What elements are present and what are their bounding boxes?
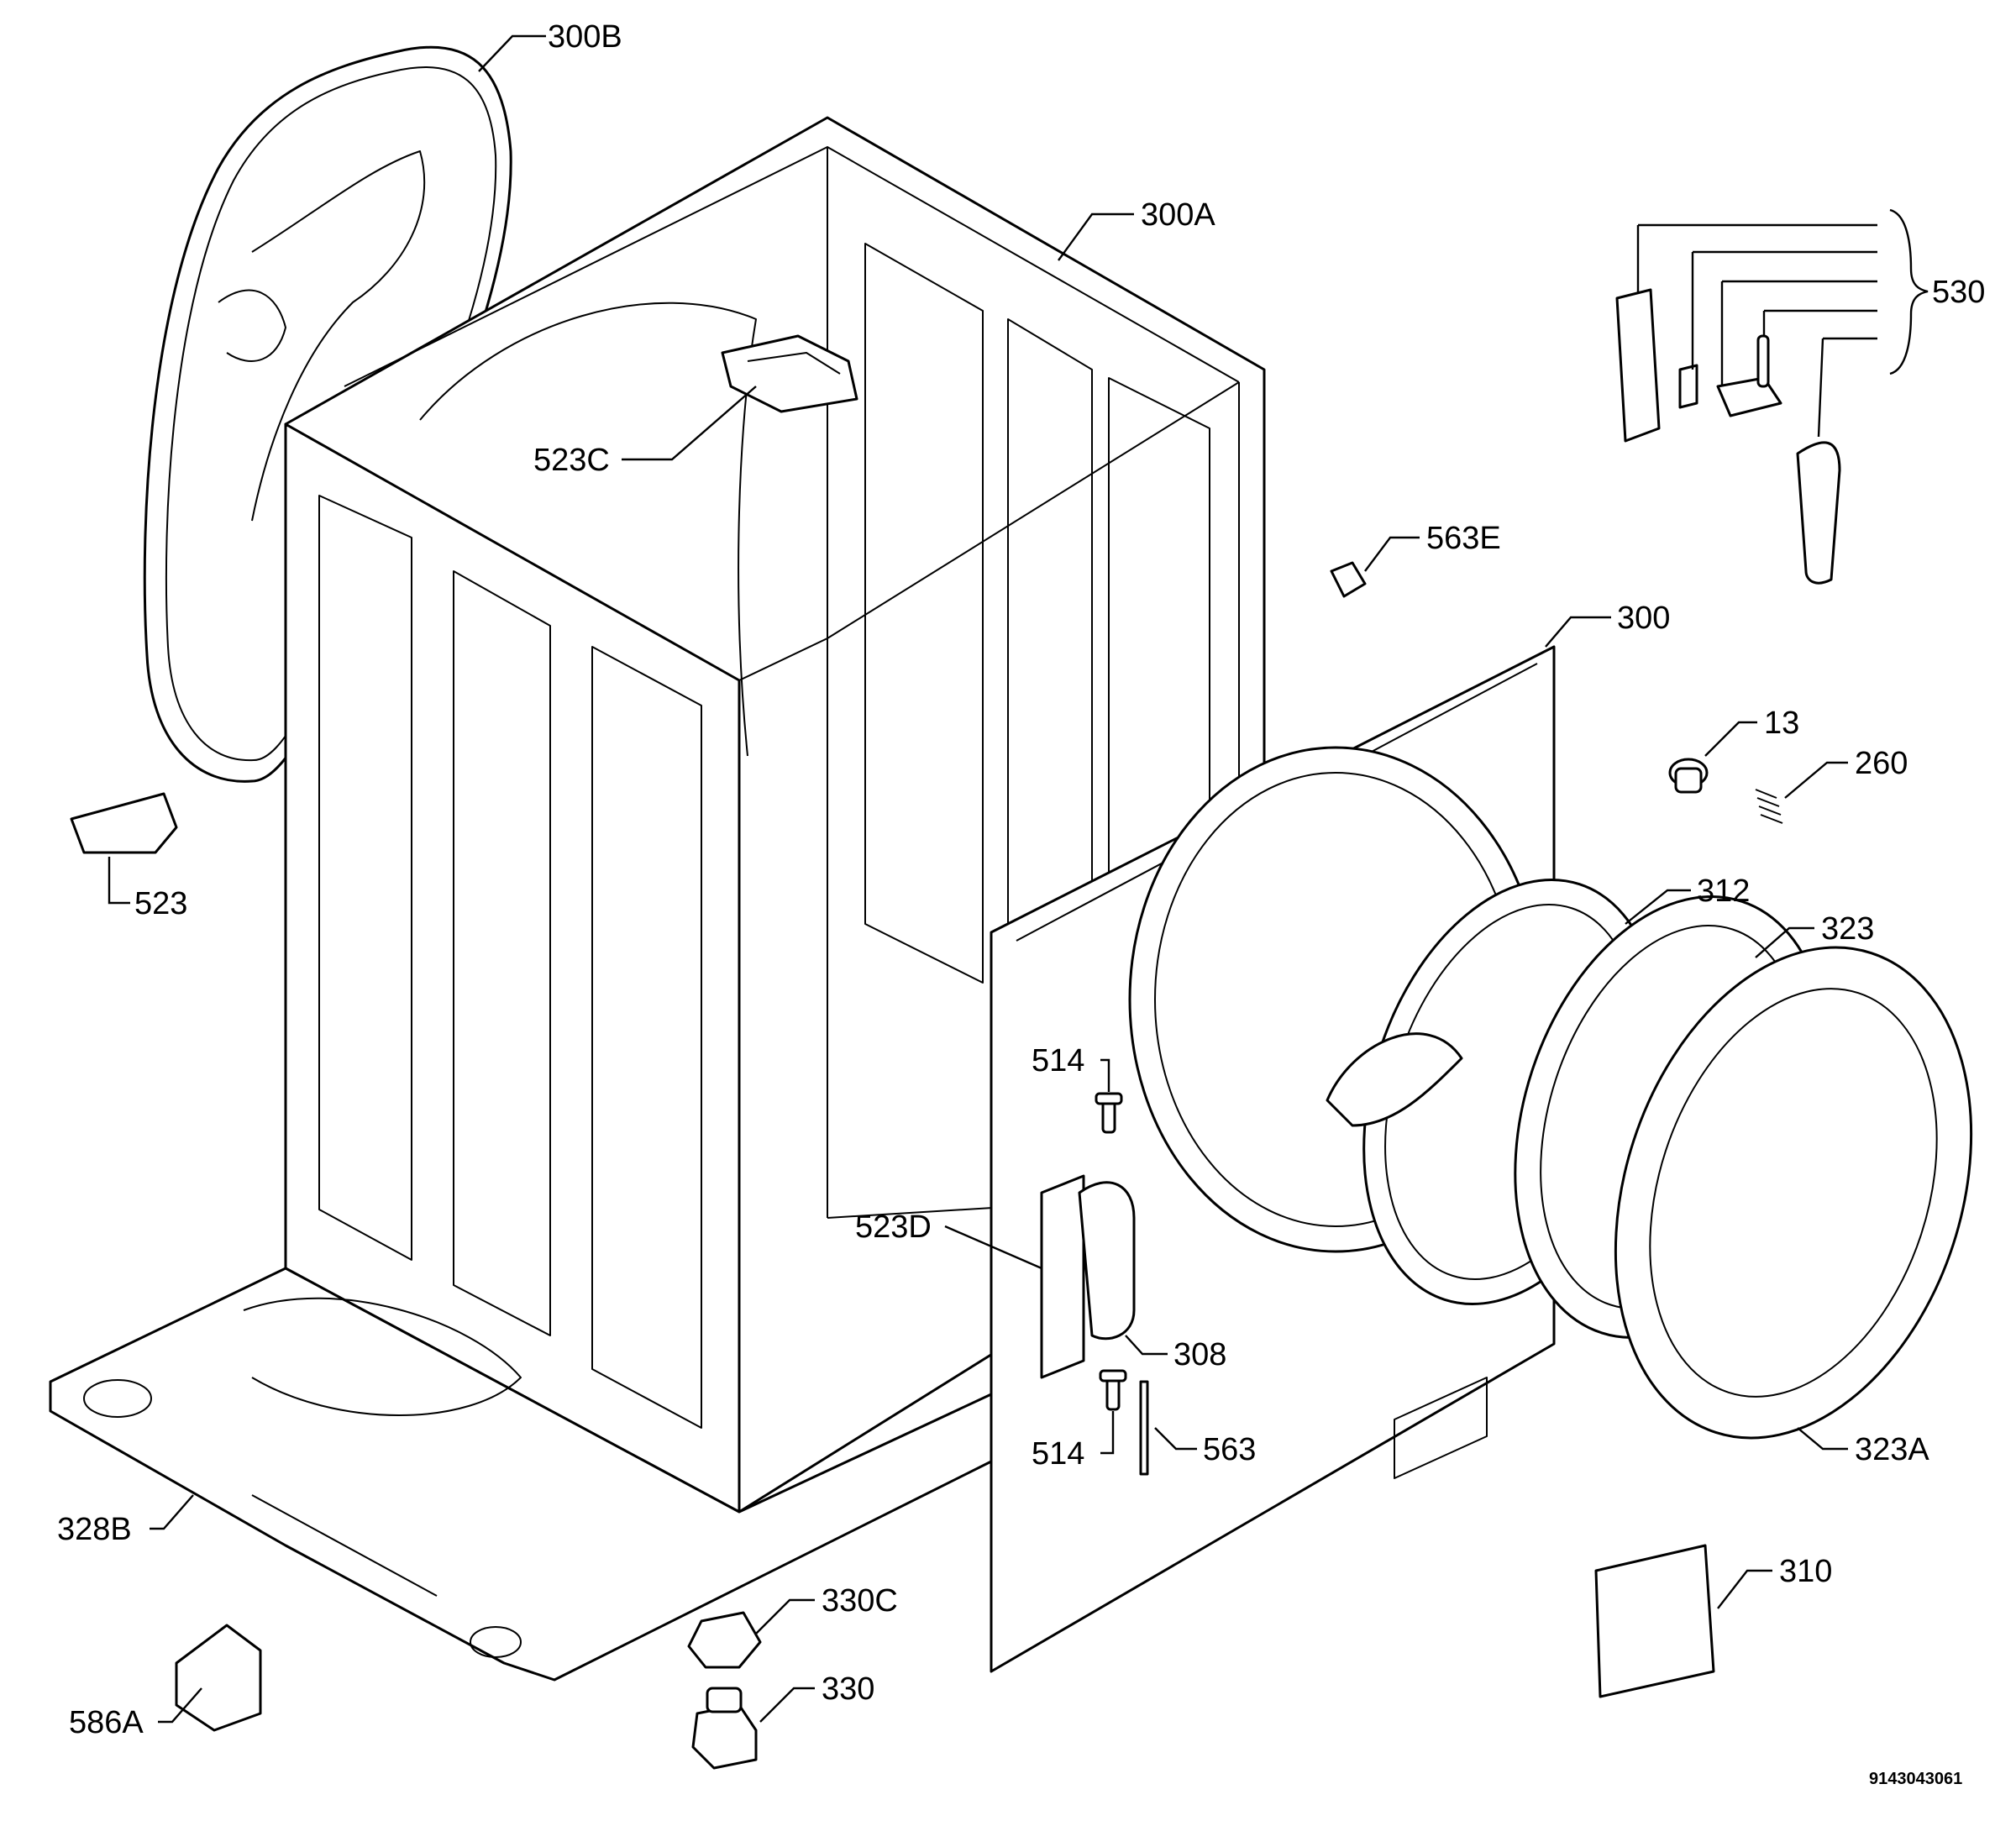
document-id: 9143043061 [1869, 1770, 1962, 1788]
callout-523d: 523D [855, 1209, 932, 1245]
callout-308: 308 [1173, 1337, 1226, 1372]
part-328b-base [49, 1267, 993, 1682]
callout-260: 260 [1855, 746, 1908, 781]
callout-300: 300 [1617, 601, 1670, 636]
callout-330c: 330C [822, 1583, 898, 1619]
callout-586a: 586A [69, 1705, 144, 1740]
callout-328b: 328B [57, 1512, 132, 1547]
callout-523: 523 [134, 886, 187, 921]
part-330c-foot-nut [687, 1611, 762, 1669]
part-13-bushing [1668, 758, 1709, 794]
part-530-handle-kit [1615, 288, 1841, 585]
callout-310: 310 [1779, 1554, 1832, 1589]
part-330-foot [691, 1687, 758, 1770]
callout-563e: 563E [1426, 521, 1501, 556]
callout-530: 530 [1932, 275, 1985, 310]
part-563-pin [1139, 1380, 1149, 1476]
callout-523c: 523C [533, 443, 610, 478]
part-514-screw-lower [1099, 1369, 1127, 1411]
callout-330: 330 [822, 1671, 874, 1707]
part-514-screw-upper [1095, 1092, 1123, 1134]
part-260-spring [1755, 789, 1783, 824]
leader-lines [108, 34, 1929, 1724]
callout-300a: 300A [1141, 197, 1215, 233]
callout-323a: 323A [1855, 1432, 1929, 1467]
callout-300b: 300B [548, 19, 622, 55]
part-523-side-clip [70, 792, 178, 854]
part-523d-hinge-plate [1040, 1174, 1085, 1379]
part-563e-sensor [1330, 561, 1367, 598]
callout-323: 323 [1821, 911, 1874, 947]
part-323a-outer-door-ring [1614, 946, 1973, 1440]
part-310-cover [1594, 1544, 1715, 1698]
callout-514-lower: 514 [1032, 1436, 1084, 1472]
callout-312: 312 [1697, 874, 1750, 909]
callout-514-upper: 514 [1032, 1043, 1084, 1078]
callout-563: 563 [1203, 1432, 1256, 1467]
part-586a-bracket [175, 1624, 262, 1732]
callout-13: 13 [1764, 706, 1799, 741]
part-523c-clip [721, 334, 858, 413]
part-308-hinge [1078, 1181, 1136, 1341]
